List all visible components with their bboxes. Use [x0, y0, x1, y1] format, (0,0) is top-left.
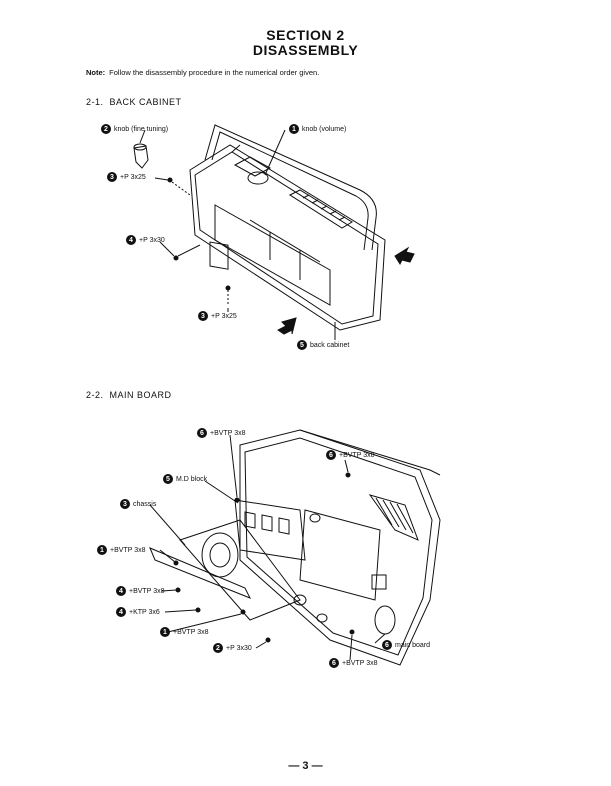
callout-text: knob (volume) [302, 125, 347, 133]
callout-screw-bvtp-3x8-lower: 1+BVTP 3x8 [160, 627, 208, 637]
callout-text: +P 3x25 [211, 312, 237, 320]
step-number-badge: 2 [101, 124, 111, 134]
callout-screw-bvtp-3x8-right: 6+BVTP 3x8 [326, 450, 374, 460]
step-number-badge: 6 [197, 428, 207, 438]
callout-text: +BVTP 3x8 [210, 429, 246, 437]
section-number: 2-2. [86, 390, 104, 400]
callout-text: +P 3x25 [120, 173, 146, 181]
callout-screw-bvtp-3x8-left: 1+BVTP 3x8 [97, 545, 145, 555]
callout-text: M.D block [176, 475, 208, 483]
step-number-badge: 4 [126, 235, 136, 245]
step-number-badge: 4 [116, 586, 126, 596]
callout-screw-p-3x25: 3+P 3x25 [107, 172, 146, 182]
note-label: Note: [86, 68, 106, 77]
section-heading: SECTION 2 [266, 27, 345, 43]
step-number-badge: 5 [163, 474, 173, 484]
callout-screw-bvtp-3x8-top: 6+BVTP 3x8 [197, 428, 245, 438]
step-number-badge: 6 [329, 658, 339, 668]
callout-screw-p-3x25-lower: 3+P 3x25 [198, 311, 237, 321]
page-number: — 3 — [288, 760, 323, 772]
callout-text: chassis [133, 500, 157, 508]
callout-text: +BVTP 3x8 [342, 659, 378, 667]
section-title: MAIN BOARD [109, 390, 172, 400]
step-number-badge: 2 [213, 643, 223, 653]
section-back-cabinet: 2-1. BACK CABINET [86, 97, 182, 107]
step-number-badge: 3 [107, 172, 117, 182]
step-number-badge: 4 [116, 607, 126, 617]
callout-screw-bvtp-3x8-bottom: 6+BVTP 3x8 [329, 658, 377, 668]
callout-screw-bvtp-3x8-mid: 4+BVTP 3x8 [116, 586, 164, 596]
callout-text: +BVTP 3x8 [110, 546, 146, 554]
step-number-badge: 5 [297, 340, 307, 350]
step-number-badge: 1 [160, 627, 170, 637]
callout-text: +P 3x30 [226, 644, 252, 652]
step-number-badge: 1 [97, 545, 107, 555]
callout-text: +P 3x30 [139, 236, 165, 244]
callout-screw-p-3x30: 2+P 3x30 [213, 643, 252, 653]
step-number-badge: 6 [382, 640, 392, 650]
callout-text: knob (fine tuning) [114, 125, 169, 133]
step-number-badge: 3 [198, 311, 208, 321]
note-text: Follow the disassembly procedure in the … [109, 68, 320, 77]
section-title: BACK CABINET [109, 97, 182, 107]
callout-text: back cabinet [310, 341, 350, 349]
page-title: DISASSEMBLY [252, 42, 359, 58]
section-main-board: 2-2. MAIN BOARD [86, 390, 172, 400]
callout-text: +BVTP 3x8 [173, 628, 209, 636]
callout-screw-p-3x30: 4+P 3x30 [126, 235, 165, 245]
callout-screw-ktp-3x6: 4+KTP 3x6 [116, 607, 160, 617]
section-number: 2-1. [86, 97, 104, 107]
callout-text: main board [395, 641, 431, 649]
callout-text: +BVTP 3x8 [339, 451, 375, 459]
step-number-badge: 3 [120, 499, 130, 509]
callout-text: +BVTP 3x8 [129, 587, 165, 595]
step-number-badge: 6 [326, 450, 336, 460]
step-number-badge: 1 [289, 124, 299, 134]
callout-text: +KTP 3x6 [129, 608, 160, 616]
note: Note:Follow the disassembly procedure in… [86, 68, 319, 77]
